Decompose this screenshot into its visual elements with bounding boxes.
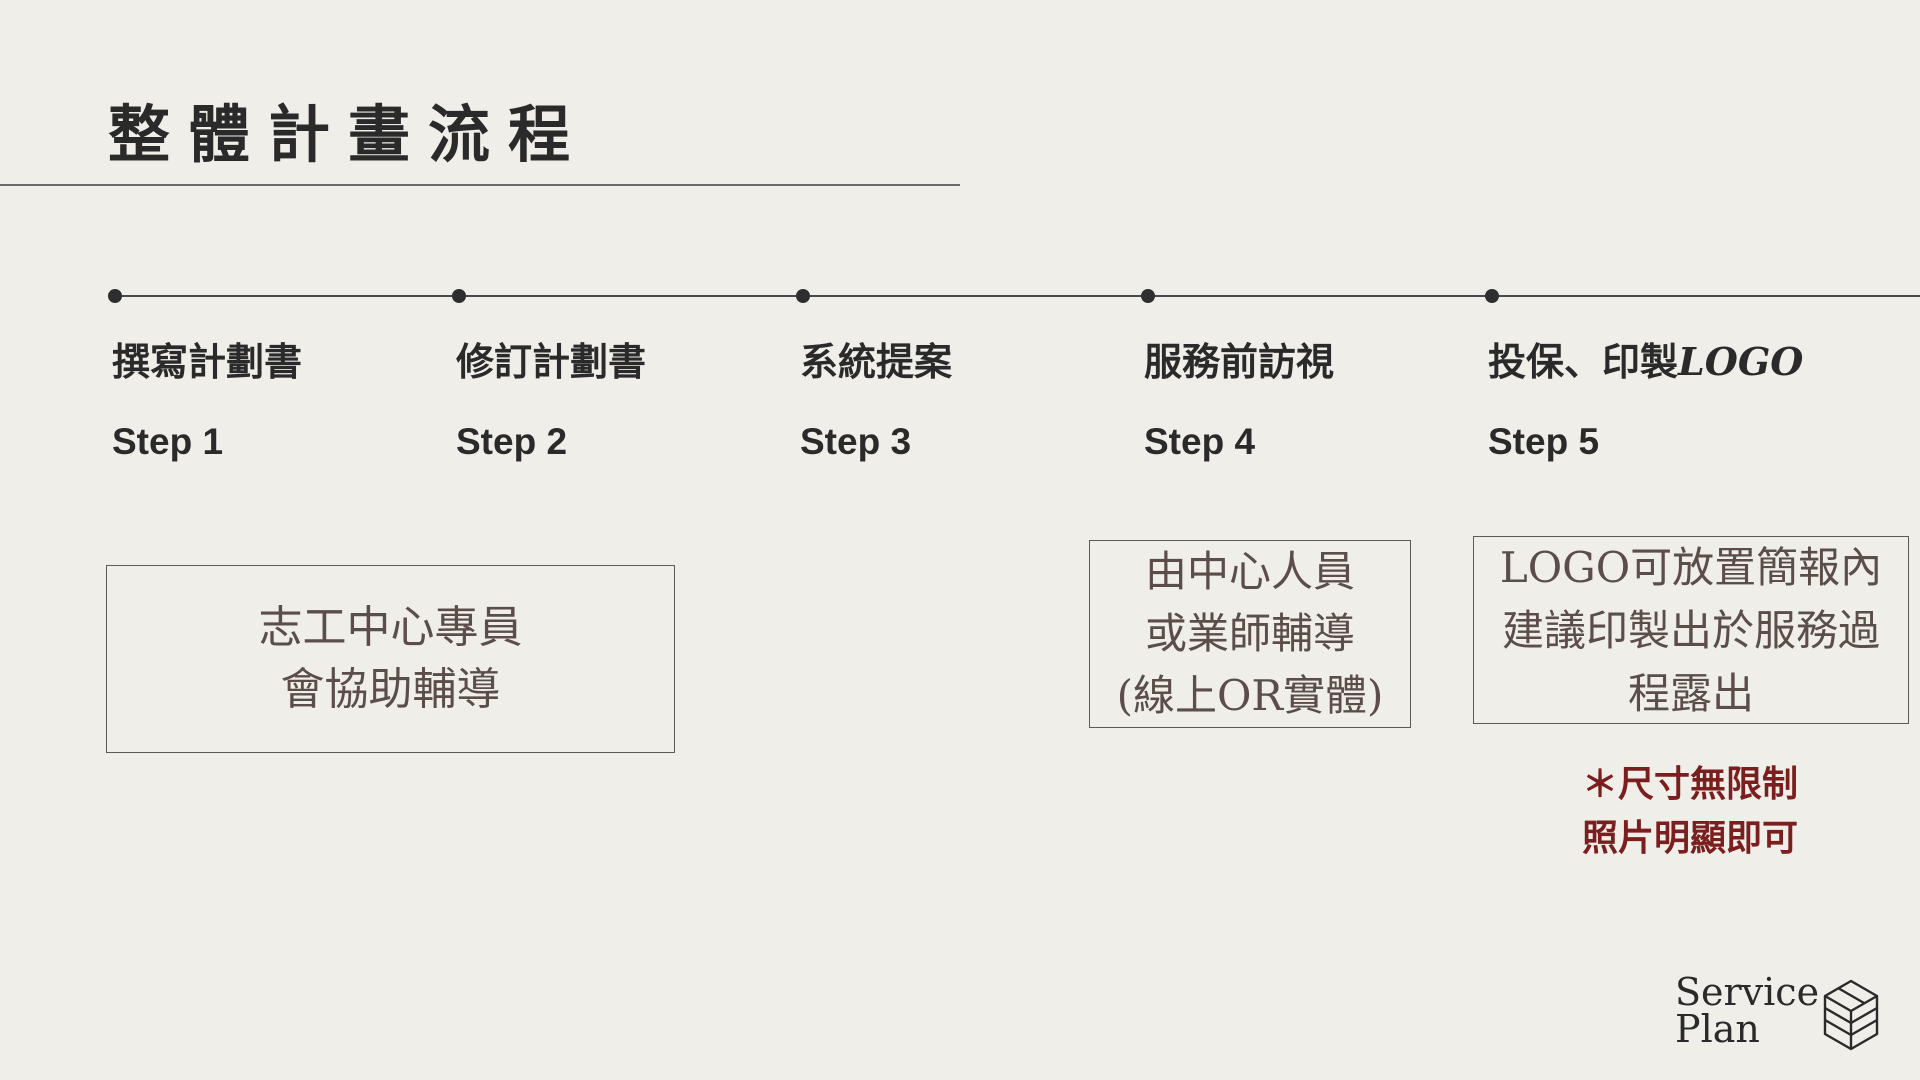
step-3-name: 系統提案 — [800, 340, 953, 384]
step-4-note-line: (線上OR實體) — [1116, 671, 1384, 720]
size-note-line: 照片明顯即可 — [1581, 818, 1798, 859]
timeline-dot-step-3 — [796, 289, 810, 303]
step-1-number: Step 1 — [112, 421, 224, 462]
brand-line-1: Service — [1675, 970, 1820, 1014]
step-4-note-line: 或業師輔導 — [1144, 609, 1355, 658]
timeline-dot-step-4 — [1141, 289, 1155, 303]
leaf-cube-icon — [1823, 979, 1879, 1051]
step-5-name-logo: LOGO — [1678, 339, 1804, 384]
size-note: ＊尺寸無限制 照片明顯即可 — [1540, 758, 1840, 866]
step-3-number: Step 3 — [800, 421, 912, 462]
step-5-note-box: LOGO可放置簡報內 建議印製出於服務過 程露出 — [1473, 536, 1909, 724]
step-5-name-text: 投保、印製 — [1488, 340, 1679, 384]
step-5-note-line: LOGO可放置簡報內 — [1499, 542, 1883, 592]
step-5-name: 投保、印製LOGO — [1488, 339, 1804, 385]
step-5-note-line: 程露出 — [1627, 668, 1754, 718]
step-5-note-line: 建議印製出於服務過 — [1501, 605, 1880, 655]
timeline-dot-step-1 — [108, 289, 122, 303]
step-1-note-box: 志工中心專員 會協助輔導 — [106, 565, 675, 753]
step-4-number: Step 4 — [1144, 421, 1256, 462]
title-underline — [0, 184, 960, 186]
page-title: 整體計畫流程 — [108, 98, 589, 171]
step-4-note-box: 由中心人員 或業師輔導 (線上OR實體) — [1089, 540, 1411, 728]
size-note-line: ＊尺寸無限制 — [1581, 764, 1798, 805]
step-1-note-line: 會協助輔導 — [280, 664, 501, 715]
step-1-note-line: 志工中心專員 — [258, 602, 523, 653]
timeline-dot-step-5 — [1485, 289, 1499, 303]
brand-wordmark: Service Plan — [1675, 970, 1820, 1051]
step-4-note-line: 由中心人員 — [1144, 547, 1355, 596]
step-5-number: Step 5 — [1488, 421, 1600, 462]
step-2-number: Step 2 — [456, 421, 568, 462]
timeline-dot-step-2 — [452, 289, 466, 303]
step-4-name: 服務前訪視 — [1144, 340, 1335, 384]
timeline-line — [114, 295, 1920, 297]
brand-line-2: Plan — [1675, 1007, 1760, 1051]
step-1-name: 撰寫計劃書 — [112, 340, 303, 384]
step-2-name: 修訂計劃書 — [456, 340, 647, 384]
